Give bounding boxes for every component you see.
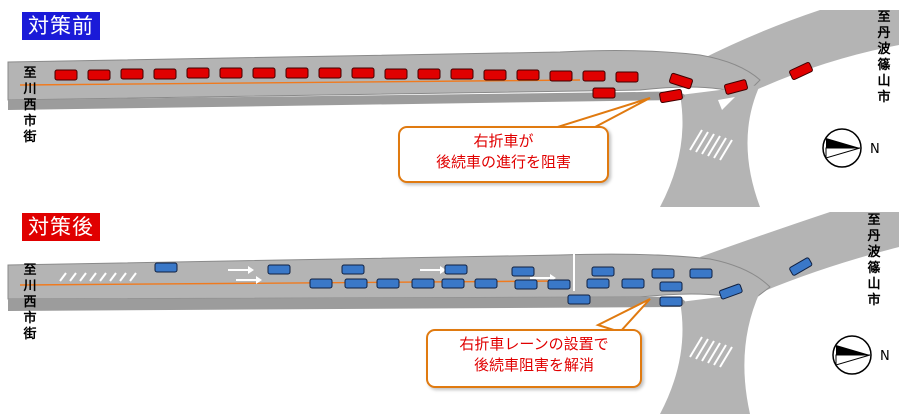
panel-title: 対策後 — [22, 213, 100, 241]
vehicles-before — [54, 61, 813, 104]
vehicles-after — [154, 257, 813, 307]
north-arrow-icon: N — [832, 335, 890, 375]
callout-line-1: 右折車レーンの設置で — [459, 335, 609, 353]
left-destination-text: 至川西市街 — [23, 263, 37, 342]
panel-title: 対策前 — [22, 12, 100, 40]
main-road — [7, 253, 771, 303]
right-destination-text: 至丹波篠山市 — [877, 10, 891, 105]
left-destination-text: 至川西市街 — [23, 66, 37, 145]
lower-road — [660, 292, 760, 414]
north-label: N — [870, 142, 880, 157]
road-shoulder — [8, 91, 685, 110]
callout-box: 右折車レーンの設置で 後続車阻害を解消 — [426, 329, 642, 388]
centerline — [19, 280, 561, 286]
callout-pointer — [595, 298, 651, 334]
lane-arrows — [228, 266, 556, 284]
callout-line-1: 右折車が — [473, 132, 534, 150]
callout-line-2: 後続車阻害を解消 — [473, 356, 594, 374]
right-destination-text: 至丹波篠山市 — [867, 213, 881, 308]
lower-road — [660, 85, 760, 207]
north-label: N — [880, 349, 890, 364]
right-destination-label: 至丹波篠山市 — [866, 213, 882, 309]
road-shoulder — [8, 296, 685, 311]
callout-line-2: 後続車の進行を阻害 — [435, 153, 571, 171]
north-arrow-icon: N — [822, 128, 880, 168]
road-diagram-before — [7, 10, 899, 207]
road-diagram-after — [7, 212, 899, 414]
yield-triangle — [718, 97, 735, 110]
crosswalk — [689, 336, 733, 368]
left-destination-label: 至川西市街 — [22, 263, 38, 343]
left-destination-label: 至川西市街 — [22, 66, 38, 146]
before-panel: 対策前 至川西市街 至丹波篠山市 右折車が 後続車の進行を阻害 N — [7, 10, 899, 207]
crosswalk — [689, 129, 733, 161]
callout-box: 右折車が 後続車の進行を阻害 — [398, 126, 609, 183]
right-destination-label: 至丹波篠山市 — [876, 10, 892, 106]
lane-hatching — [59, 272, 137, 282]
after-panel: 対策後 至川西市街 至丹波篠山市 右折車レーンの設置で 後続車阻害を解消 N — [0, 207, 899, 414]
centerline — [19, 79, 581, 86]
